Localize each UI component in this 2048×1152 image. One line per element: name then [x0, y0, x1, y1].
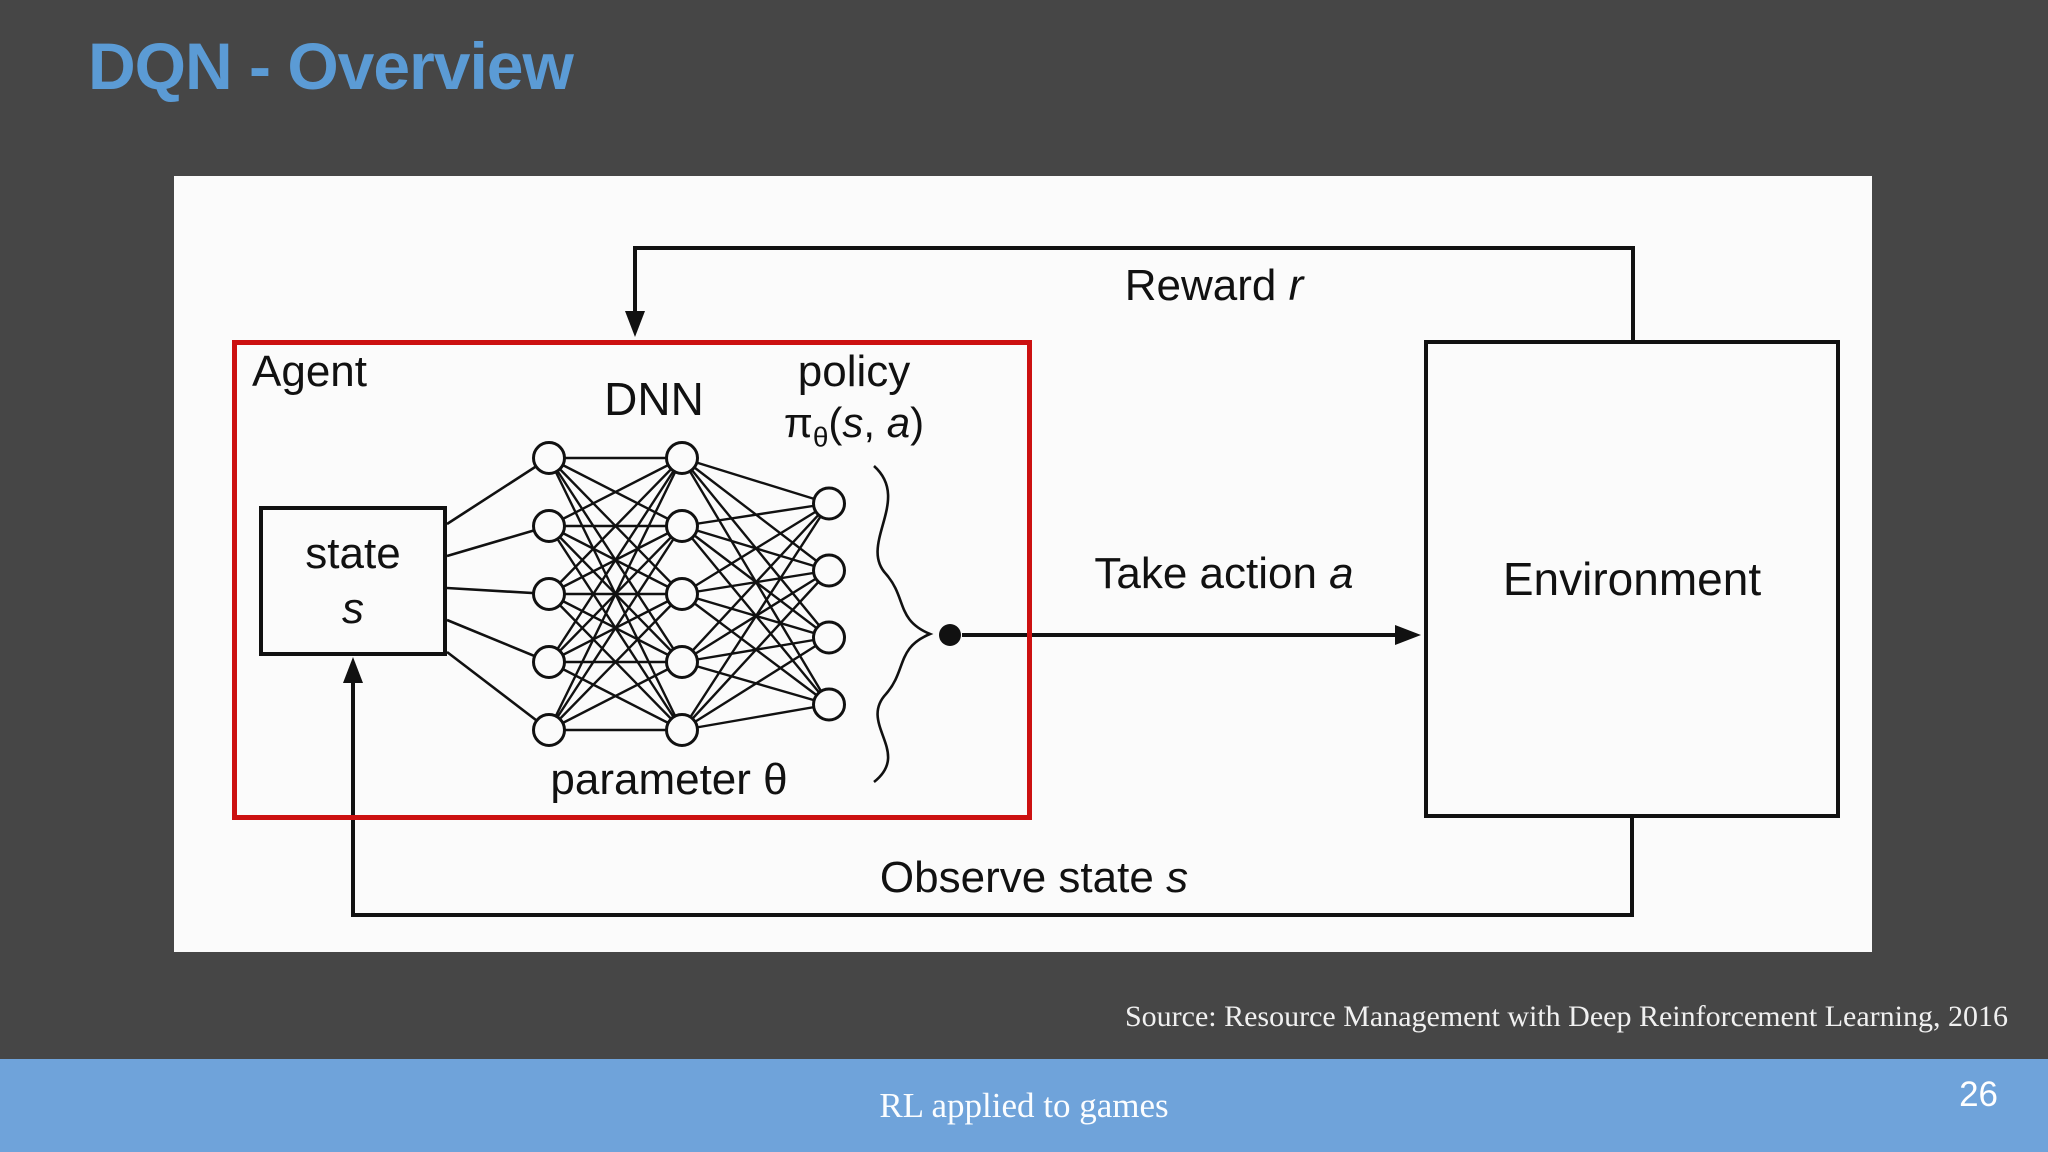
state-box: state s: [259, 506, 447, 656]
footer-bar: RL applied to games 26: [0, 1059, 2048, 1152]
footer-title: RL applied to games: [879, 1085, 1169, 1125]
agent-box: [232, 340, 1032, 820]
agent-label: Agent: [252, 347, 367, 396]
state-box-label: state: [305, 529, 401, 578]
source-citation: Source: Resource Management with Deep Re…: [1124, 1000, 2008, 1033]
take-action-label: Take action a: [1094, 549, 1354, 598]
parameter-label: parameter θ: [550, 755, 788, 804]
diagram-panel: Agent DNN policy πθ(s, a) state s parame…: [174, 176, 1872, 952]
dqn-flow-diagram: [343, 246, 1635, 917]
dnn-label: DNN: [604, 373, 704, 425]
policy-label-block: policy πθ(s, a): [744, 347, 964, 454]
observe-state-label: Observe state s: [879, 853, 1189, 902]
policy-label: policy: [797, 347, 911, 396]
reward-label: Reward r: [1124, 261, 1304, 310]
environment-label: Environment: [1502, 553, 1762, 605]
policy-formula: πθ(s, a): [783, 399, 925, 453]
page-title: DQN - Overview: [88, 29, 574, 103]
environment-box: Environment: [1424, 340, 1840, 818]
state-box-symbol: s: [342, 584, 364, 633]
page-number: 26: [1959, 1075, 1998, 1114]
